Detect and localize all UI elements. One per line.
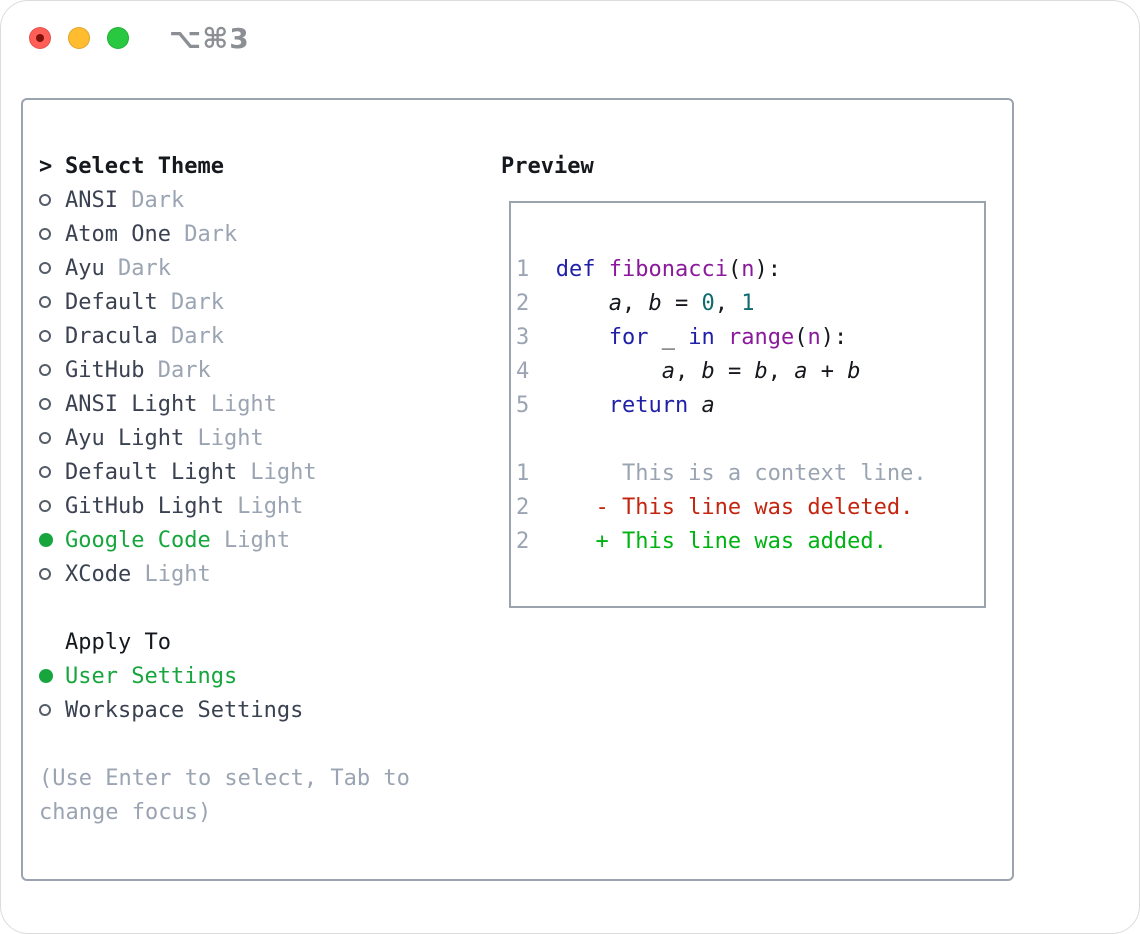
radio-icon <box>39 398 51 410</box>
theme-option-ayu-light-light[interactable]: Ayu Light Light <box>39 421 410 455</box>
radio-icon <box>39 194 51 206</box>
theme-name: ANSI <box>65 187 118 213</box>
theme-variant: Dark <box>170 221 238 247</box>
apply-to-header: Apply To <box>39 625 410 659</box>
theme-variant: Light <box>210 527 291 553</box>
theme-name: Default Light <box>65 459 238 485</box>
spacer <box>39 727 410 761</box>
keyboard-hint: (Use Enter to select, Tab to change focus… <box>39 761 410 829</box>
theme-option-default-light-light[interactable]: Default Light Light <box>39 455 410 489</box>
theme-variant: Dark <box>157 289 224 315</box>
theme-name: XCode <box>65 561 132 587</box>
diff-line-deleted: 2 - This line was deleted. <box>516 491 927 525</box>
diff-text: This is a context line. <box>555 461 927 486</box>
diff-line-context: 1 This is a context line. <box>516 457 927 491</box>
theme-variant: Dark <box>144 357 211 383</box>
diff-text: + This line was added. <box>555 529 887 554</box>
radio-icon <box>39 500 51 512</box>
line-number: 2 <box>516 529 530 554</box>
line-number: 5 <box>516 393 530 418</box>
theme-option-github-dark[interactable]: GitHub Dark <box>39 353 410 387</box>
code-line: 5 return a <box>516 389 927 423</box>
radio-icon <box>39 262 51 274</box>
minimize-button[interactable] <box>68 27 90 49</box>
radio-icon <box>39 228 51 240</box>
radio-icon <box>39 330 51 342</box>
select-theme-header: > Select Theme <box>39 149 410 183</box>
theme-variant: Dark <box>117 187 185 213</box>
apply-option-label: User Settings <box>65 663 238 689</box>
diff-line-added: 2 + This line was added. <box>516 525 927 559</box>
close-button[interactable] <box>29 27 51 49</box>
radio-selected-icon <box>39 669 53 683</box>
theme-option-ayu-dark[interactable]: Ayu Dark <box>39 251 410 285</box>
select-theme-title: Select Theme <box>65 153 224 179</box>
line-number: 2 <box>516 495 530 520</box>
code-line: 3 for _ in range(n): <box>516 321 927 355</box>
apply-option-user-settings[interactable]: User Settings <box>39 659 410 693</box>
theme-name: Default <box>65 289 158 315</box>
theme-variant: Dark <box>157 323 224 349</box>
apply-to-title: Apply To <box>65 629 171 655</box>
titlebar: ⌥⌘3 <box>1 1 1139 71</box>
radio-icon <box>39 466 51 478</box>
spacer <box>39 591 410 625</box>
hint-line: (Use Enter to select, Tab to <box>39 765 410 791</box>
theme-name: Ayu Light <box>65 425 185 451</box>
theme-variant: Light <box>184 425 264 451</box>
radio-icon <box>39 296 51 308</box>
preview-title: Preview <box>501 153 594 179</box>
theme-option-google-code-light[interactable]: Google Code Light <box>39 523 410 557</box>
record-dot-icon <box>36 34 44 42</box>
line-number: 2 <box>516 291 530 316</box>
blank-line <box>516 423 927 457</box>
apply-option-label: Workspace Settings <box>65 697 304 723</box>
theme-name: GitHub Light <box>65 493 224 519</box>
theme-option-atom-one-dark[interactable]: Atom One Dark <box>39 217 410 251</box>
theme-option-ansi-light-light[interactable]: ANSI Light Light <box>39 387 410 421</box>
radio-selected-icon <box>39 533 53 547</box>
theme-option-ansi-dark[interactable]: ANSI Dark <box>39 183 410 217</box>
diff-text: - This line was deleted. <box>555 495 914 520</box>
theme-name: Ayu <box>65 255 105 281</box>
theme-option-dracula-dark[interactable]: Dracula Dark <box>39 319 410 353</box>
theme-option-xcode-light[interactable]: XCode Light <box>39 557 410 591</box>
theme-name: ANSI Light <box>65 391 198 417</box>
line-number: 4 <box>516 359 530 384</box>
hint-line: change focus) <box>39 799 212 825</box>
line-number: 1 <box>516 461 530 486</box>
radio-icon <box>39 704 51 716</box>
theme-name: Google Code <box>65 527 211 553</box>
theme-variant: Dark <box>104 255 171 281</box>
apply-option-workspace-settings[interactable]: Workspace Settings <box>39 693 410 727</box>
theme-variant: Light <box>237 459 317 485</box>
theme-name: Atom One <box>65 221 171 247</box>
theme-option-default-dark[interactable]: Default Dark <box>39 285 410 319</box>
theme-variant: Light <box>223 493 304 519</box>
prompt-icon: > <box>39 153 53 179</box>
maximize-button[interactable] <box>107 27 129 49</box>
line-number: 3 <box>516 325 530 350</box>
theme-option-github-light-light[interactable]: GitHub Light Light <box>39 489 410 523</box>
theme-name: GitHub <box>65 357 145 383</box>
radio-icon <box>39 432 51 444</box>
radio-icon <box>39 364 51 376</box>
theme-variant: Light <box>197 391 277 417</box>
code-line: 2 a, b = 0, 1 <box>516 287 927 321</box>
line-number: 1 <box>516 257 530 282</box>
code-line: 4 a, b = b, a + b <box>516 355 927 389</box>
theme-variant: Light <box>131 561 211 587</box>
radio-icon <box>39 568 51 580</box>
window-title: ⌥⌘3 <box>169 22 250 55</box>
theme-name: Dracula <box>65 323 158 349</box>
